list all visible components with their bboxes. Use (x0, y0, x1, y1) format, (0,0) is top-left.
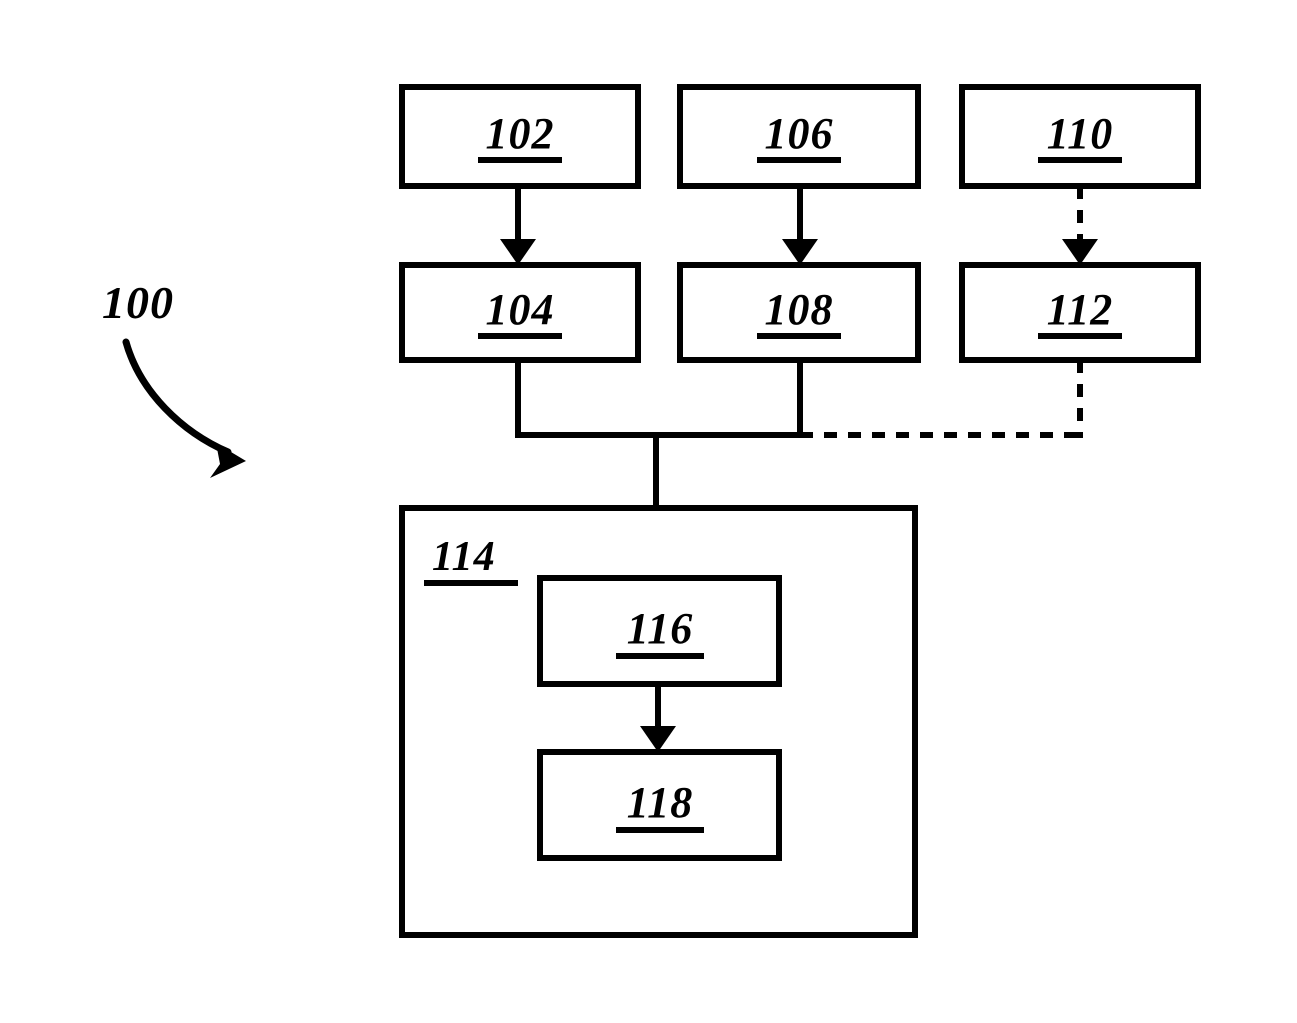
lead-arrowhead-100 (210, 443, 246, 478)
node-104-label: 104 (486, 285, 555, 334)
node-106-box[interactable] (677, 84, 921, 189)
node-118[interactable]: 118 (537, 749, 782, 861)
connector-110-112-arrowhead (1062, 239, 1098, 265)
node-102[interactable]: 102 (399, 84, 641, 189)
connector-106-108-arrowhead (782, 239, 818, 265)
node-112[interactable]: 112 (959, 262, 1201, 363)
node-106[interactable]: 106 (677, 84, 921, 189)
node-112-box[interactable] (959, 262, 1201, 363)
node-118-box[interactable] (537, 749, 782, 861)
figure-reference-100: 100 (102, 277, 246, 478)
merge-bus (515, 360, 1083, 438)
connector-116-118-arrowhead (640, 726, 676, 752)
node-116-label: 116 (627, 604, 694, 653)
node-110-box[interactable] (959, 84, 1201, 189)
node-108-label: 108 (765, 285, 834, 334)
node-110[interactable]: 110 (959, 84, 1201, 189)
node-116[interactable]: 116 (537, 575, 782, 687)
node-106-label: 106 (765, 109, 834, 158)
node-102-label: 102 (486, 109, 555, 158)
node-118-label: 118 (627, 778, 694, 827)
node-108-box[interactable] (677, 262, 921, 363)
figure-number-label: 100 (102, 277, 174, 328)
node-108[interactable]: 108 (677, 262, 921, 363)
connector-116-to-118 (640, 684, 676, 752)
connector-110-to-112 (1062, 186, 1098, 265)
connector-106-to-108 (782, 186, 818, 265)
node-112-label: 112 (1047, 285, 1114, 334)
connector-102-104-arrowhead (500, 239, 536, 265)
node-110-label: 110 (1047, 109, 1114, 158)
connector-102-to-104 (500, 186, 536, 265)
node-114-label: 114 (432, 534, 496, 580)
lead-line-100 (122, 338, 232, 456)
node-104[interactable]: 104 (399, 262, 641, 363)
